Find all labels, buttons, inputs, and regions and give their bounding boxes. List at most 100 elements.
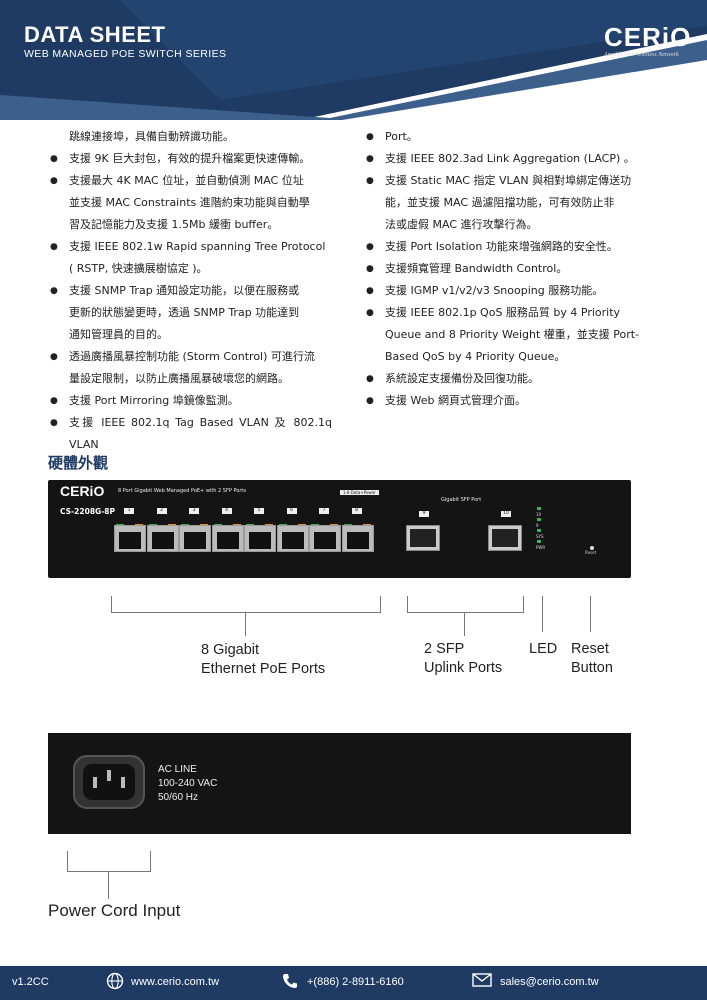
feature-item: 支援 Port Isolation 功能來增強網路的安全性。 [366, 236, 646, 258]
ethernet-port-4 [211, 525, 244, 552]
feature-line: 支援 Web 網頁式管理介面。 [385, 394, 526, 407]
page-title: DATA SHEET [24, 22, 166, 47]
feature-line: 支援 Port Mirroring 埠鏡像監測。 [69, 394, 239, 407]
status-led [537, 518, 541, 521]
port-number-label: 3 [189, 508, 199, 514]
feature-line: 法或虛假 MAC 進行攻擊行為。 [385, 218, 538, 231]
header-background [0, 0, 707, 120]
led-stem [542, 596, 543, 632]
feature-line: 支援最大 4K MAC 位址，並自動偵測 MAC 位址 [69, 174, 304, 187]
section-title-hardware: 硬體外觀 [48, 454, 109, 472]
port-number-label: 7 [319, 508, 329, 514]
callout-led: LED [529, 641, 558, 657]
power-stem [108, 871, 109, 899]
feature-line: 跳線連接埠，具備自動辨識功能。 [69, 130, 234, 143]
feature-line: ( RSTP, 快速擴展樹協定 )。 [69, 262, 208, 275]
feature-line: 支援 9K 巨大封包，有效的提升檔案更快速傳輸。 [69, 152, 311, 165]
feature-line: 支援頻寬管理 Bandwidth Control。 [385, 262, 568, 275]
brand-tagline: Amplify your Wireless Network [604, 52, 679, 58]
feature-item: 支援頻寬管理 Bandwidth Control。 [366, 258, 646, 280]
status-led-label: 9 [536, 523, 539, 528]
power-bracket [67, 851, 151, 872]
mail-icon [472, 973, 492, 987]
footer-phone: +(886) 2-8911-6160 [307, 976, 404, 988]
footer-version: v1.2CC [12, 976, 49, 988]
feature-item: Port。 [366, 126, 646, 148]
ethernet-port-5 [244, 525, 276, 552]
sfp-bracket [407, 596, 524, 613]
feature-line: Port。 [385, 130, 418, 143]
feature-line: 支援 SNMP Trap 通知設定功能，以便在服務或 [69, 284, 300, 297]
status-led [537, 540, 541, 543]
sfp-title: Gigabit SFP Port [441, 497, 482, 503]
switch-logo: CERiO [60, 483, 105, 499]
status-led [537, 529, 541, 532]
feature-line: 系統設定支援備份及回復功能。 [385, 372, 539, 385]
reset-button [590, 546, 594, 550]
feature-line: 支援 IEEE 802.1w Rapid spanning Tree Proto… [69, 240, 326, 253]
ac-line-label: AC LINE 100-240 VAC 50/60 Hz [158, 764, 218, 803]
feature-item: 支援 IEEE 802.1q Tag Based VLAN 及 802.1q V… [50, 412, 332, 456]
feature-item: 支援 IEEE 802.3ad Link Aggregation (LACP) … [366, 148, 646, 170]
sfp-port-10 [488, 525, 522, 551]
feature-line: 支援 IGMP v1/v2/v3 Snooping 服務功能。 [385, 284, 604, 297]
feature-list-right: Port。支援 IEEE 802.3ad Link Aggregation (L… [366, 126, 646, 412]
data-power-tag: 1-8 Data+Power [340, 490, 379, 495]
port-number-label: 5 [254, 508, 264, 514]
feature-item: 支援 Web 網頁式管理介面。 [366, 390, 646, 412]
footer-bar: v1.2CC www.cerio.com.tw +(886) 2-8911-61… [0, 966, 707, 1000]
feature-line: Queue and 8 Priority Weight 權重，並支援 Port- [385, 328, 640, 341]
port-number-label: 2 [156, 508, 167, 514]
status-led [537, 507, 541, 510]
poe-ports-stem [245, 612, 246, 636]
switch-description: 8 Port Gigabit Web Managed PoE+ with 2 S… [118, 488, 246, 494]
footer-website[interactable]: www.cerio.com.tw [131, 976, 220, 988]
feature-line: 透過廣播風暴控制功能 (Storm Control) 可進行流 [69, 350, 315, 363]
status-led-label: PWR [536, 545, 546, 550]
status-led-label: 10 [536, 512, 542, 517]
feature-list-left: 跳線連接埠，具備自動辨識功能。支援 9K 巨大封包，有效的提升檔案更快速傳輸。支… [50, 126, 332, 456]
port-number-label: 8 [351, 508, 362, 514]
footer-email[interactable]: sales@cerio.com.tw [500, 976, 599, 988]
brand-logo: CERiO [604, 22, 692, 52]
ethernet-port-6 [276, 525, 309, 552]
reset-label: Reset [585, 550, 597, 555]
feature-line: 習及記憶能力及支援 1.5Mb 緩衝 buffer。 [69, 218, 279, 231]
globe-icon [106, 972, 124, 990]
ethernet-port-8 [341, 525, 374, 552]
feature-line: 更新的狀態變更時，透過 SNMP Trap 功能達到 [69, 306, 300, 319]
feature-line: 量設定限制，以防止廣播風暴破壞您的網路。 [69, 372, 289, 385]
feature-item: 支援 IEEE 802.1p QoS 服務品質 by 4 PriorityQue… [366, 302, 646, 368]
feature-item: 跳線連接埠，具備自動辨識功能。 [50, 126, 332, 148]
feature-line: 支援 Port Isolation 功能來增強網路的安全性。 [385, 240, 618, 253]
feature-line: 並支援 MAC Constraints 進階約束功能與自動學 [69, 196, 310, 209]
ethernet-port-3 [179, 525, 211, 552]
reset-stem [590, 596, 591, 632]
feature-line: 通知管理員的目的。 [69, 328, 168, 341]
callout-power-cord: Power Cord Input [48, 901, 181, 920]
feature-item: 系統設定支援備份及回復功能。 [366, 368, 646, 390]
feature-line: 支援 IEEE 802.3ad Link Aggregation (LACP) … [385, 152, 635, 165]
switch-rear-panel: AC LINE 100-240 VAC 50/60 Hz [48, 733, 631, 834]
feature-item: 支援 IEEE 802.1w Rapid spanning Tree Proto… [50, 236, 332, 280]
sfp-stem [464, 612, 465, 636]
sfp-port-9 [406, 525, 440, 551]
switch-front-panel: CERiO 8 Port Gigabit Web Managed PoE+ wi… [48, 480, 631, 578]
feature-line: 支援 Static MAC 指定 VLAN 與相對埠綁定傳送功 [385, 174, 632, 187]
feature-line: 支援 IEEE 802.1p QoS 服務品質 by 4 Priority [385, 306, 621, 319]
feature-item: 支援 Port Mirroring 埠鏡像監測。 [50, 390, 332, 412]
switch-model: CS-2208G-8P [60, 507, 116, 516]
poe-ports-bracket [111, 596, 381, 613]
ethernet-port-1 [114, 525, 146, 552]
port-number-label: 4 [221, 508, 232, 514]
ethernet-port-7 [309, 525, 341, 552]
page-subtitle: WEB MANAGED POE SWITCH SERIES [24, 48, 227, 60]
port-number-label: 6 [286, 508, 297, 514]
phone-icon [283, 974, 297, 988]
